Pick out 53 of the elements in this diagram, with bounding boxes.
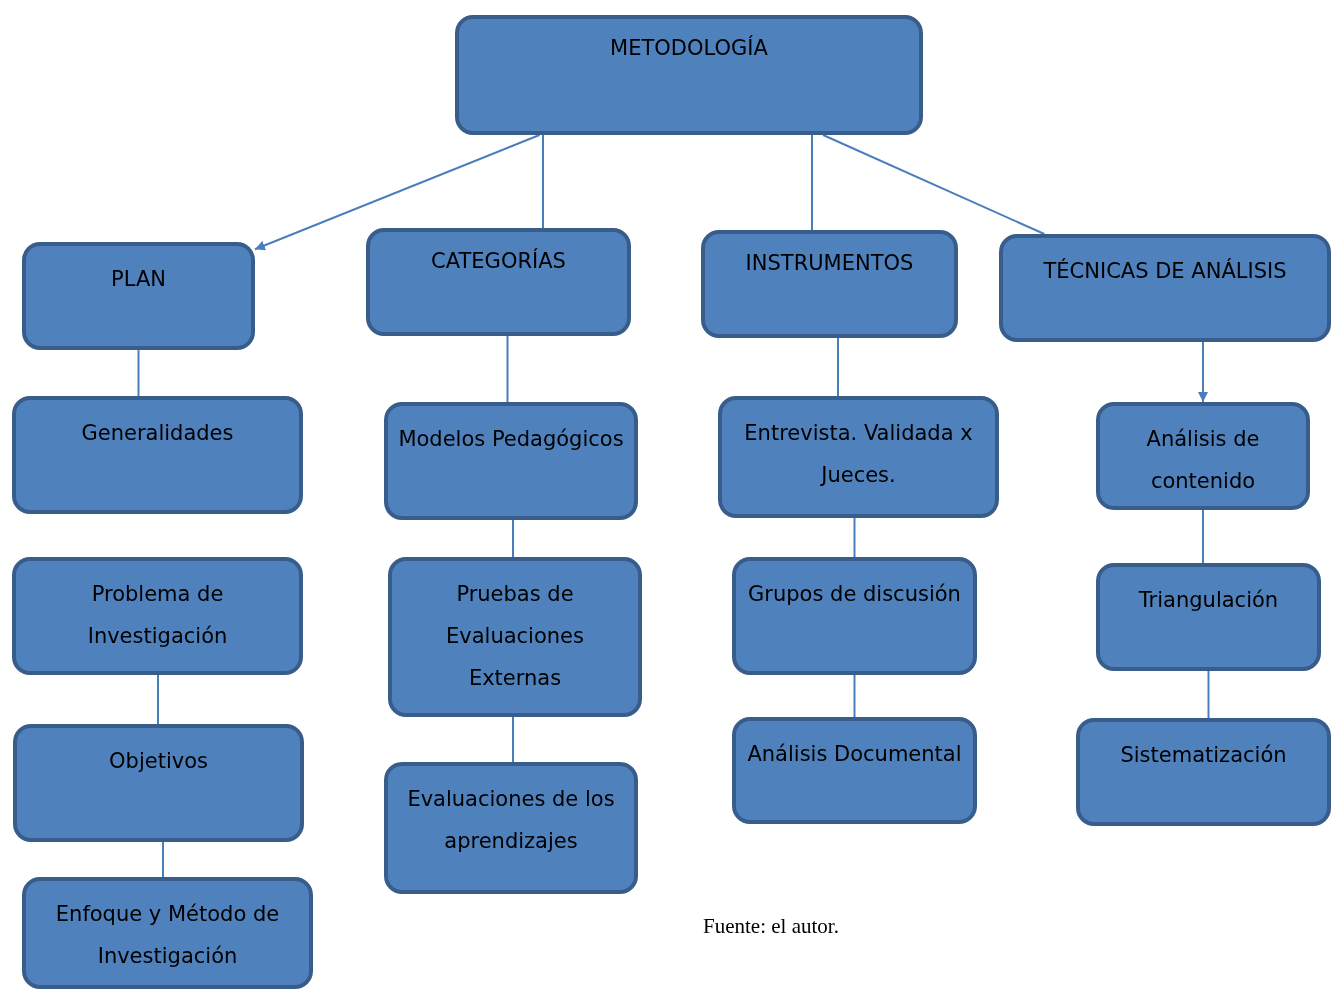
box-label: TÉCNICAS DE ANÁLISIS [1043,257,1287,285]
box-label: Modelos Pedagógicos [398,426,624,453]
box-label: Pruebas de Evaluaciones Externas [445,581,585,692]
connector-line [853,517,856,558]
connector-line [853,674,856,718]
process-box [732,557,977,675]
process-box [13,724,304,842]
process-box [732,717,977,824]
caption: Fuente: el autor. [703,914,839,939]
process-box [366,228,631,336]
box-label: CATEGORÍAS [431,247,566,275]
connector-line [542,134,544,229]
box-label: Objetivos [109,748,208,775]
connector-line [822,134,1046,235]
connector-line [512,716,514,763]
box-label: Triangulación [1138,587,1279,614]
box-label: Generalidades [81,420,234,447]
box-label: Sistematización [1120,742,1287,769]
process-box [384,402,638,520]
process-box [1076,718,1331,826]
box-label: INSTRUMENTOS [745,250,914,277]
box-label: Entrevista. Validada x Jueces. [743,420,974,489]
process-box [384,762,638,894]
connector-line [1202,509,1204,564]
process-box [1096,563,1321,671]
connector-line [1207,670,1210,719]
connector-line [162,841,164,878]
process-box [999,234,1331,342]
process-box [718,396,999,518]
process-box [12,396,303,514]
box-label: Evaluaciones de los aprendizajes [406,786,616,855]
process-box [22,877,313,989]
process-box [22,242,255,350]
connector-line [137,349,140,397]
connector-line [157,674,159,725]
process-box [388,557,642,717]
process-box [455,15,923,135]
box-label: Enfoque y Método de Investigación [54,901,281,970]
connector-line [837,337,839,397]
box-label: Grupos de discusión [748,581,961,608]
connector-line [811,134,813,231]
connector-line [512,519,514,558]
box-label: Análisis de contenido [1145,426,1261,495]
process-box [12,557,303,675]
arrow [1198,341,1208,403]
connector-line [506,335,509,403]
arrow [254,134,541,251]
box-label: Problema de Investigación [86,581,229,650]
box-label: Análisis Documental [747,741,962,768]
box-label: PLAN [111,266,166,293]
box-label: METODOLOGÍA [610,34,768,62]
process-box [701,230,958,338]
process-box [1096,402,1310,510]
